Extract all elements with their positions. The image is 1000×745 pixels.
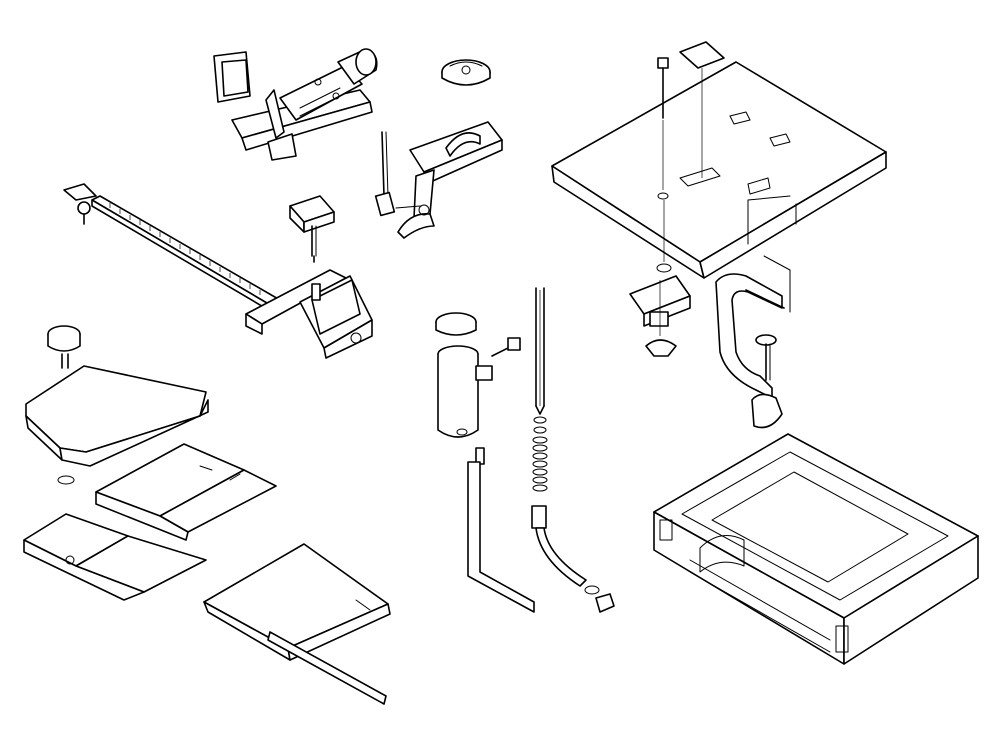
presser-foot-assembly-icon [374, 121, 503, 239]
fabric-plates-icon [23, 325, 391, 705]
carry-case-icon [653, 433, 979, 665]
attachment-foot-icon [213, 48, 378, 161]
ruler-guide-icon [63, 183, 373, 359]
table-board-icon [551, 41, 887, 279]
hose-fitting-icon [531, 505, 615, 613]
pin-holder-icon [289, 195, 335, 263]
spring-rod-icon [532, 287, 548, 492]
clamp-assembly-icon [629, 255, 791, 429]
spool-cup-icon [435, 312, 521, 438]
guide-cam-icon [441, 59, 491, 86]
l-wire-icon [467, 447, 535, 613]
